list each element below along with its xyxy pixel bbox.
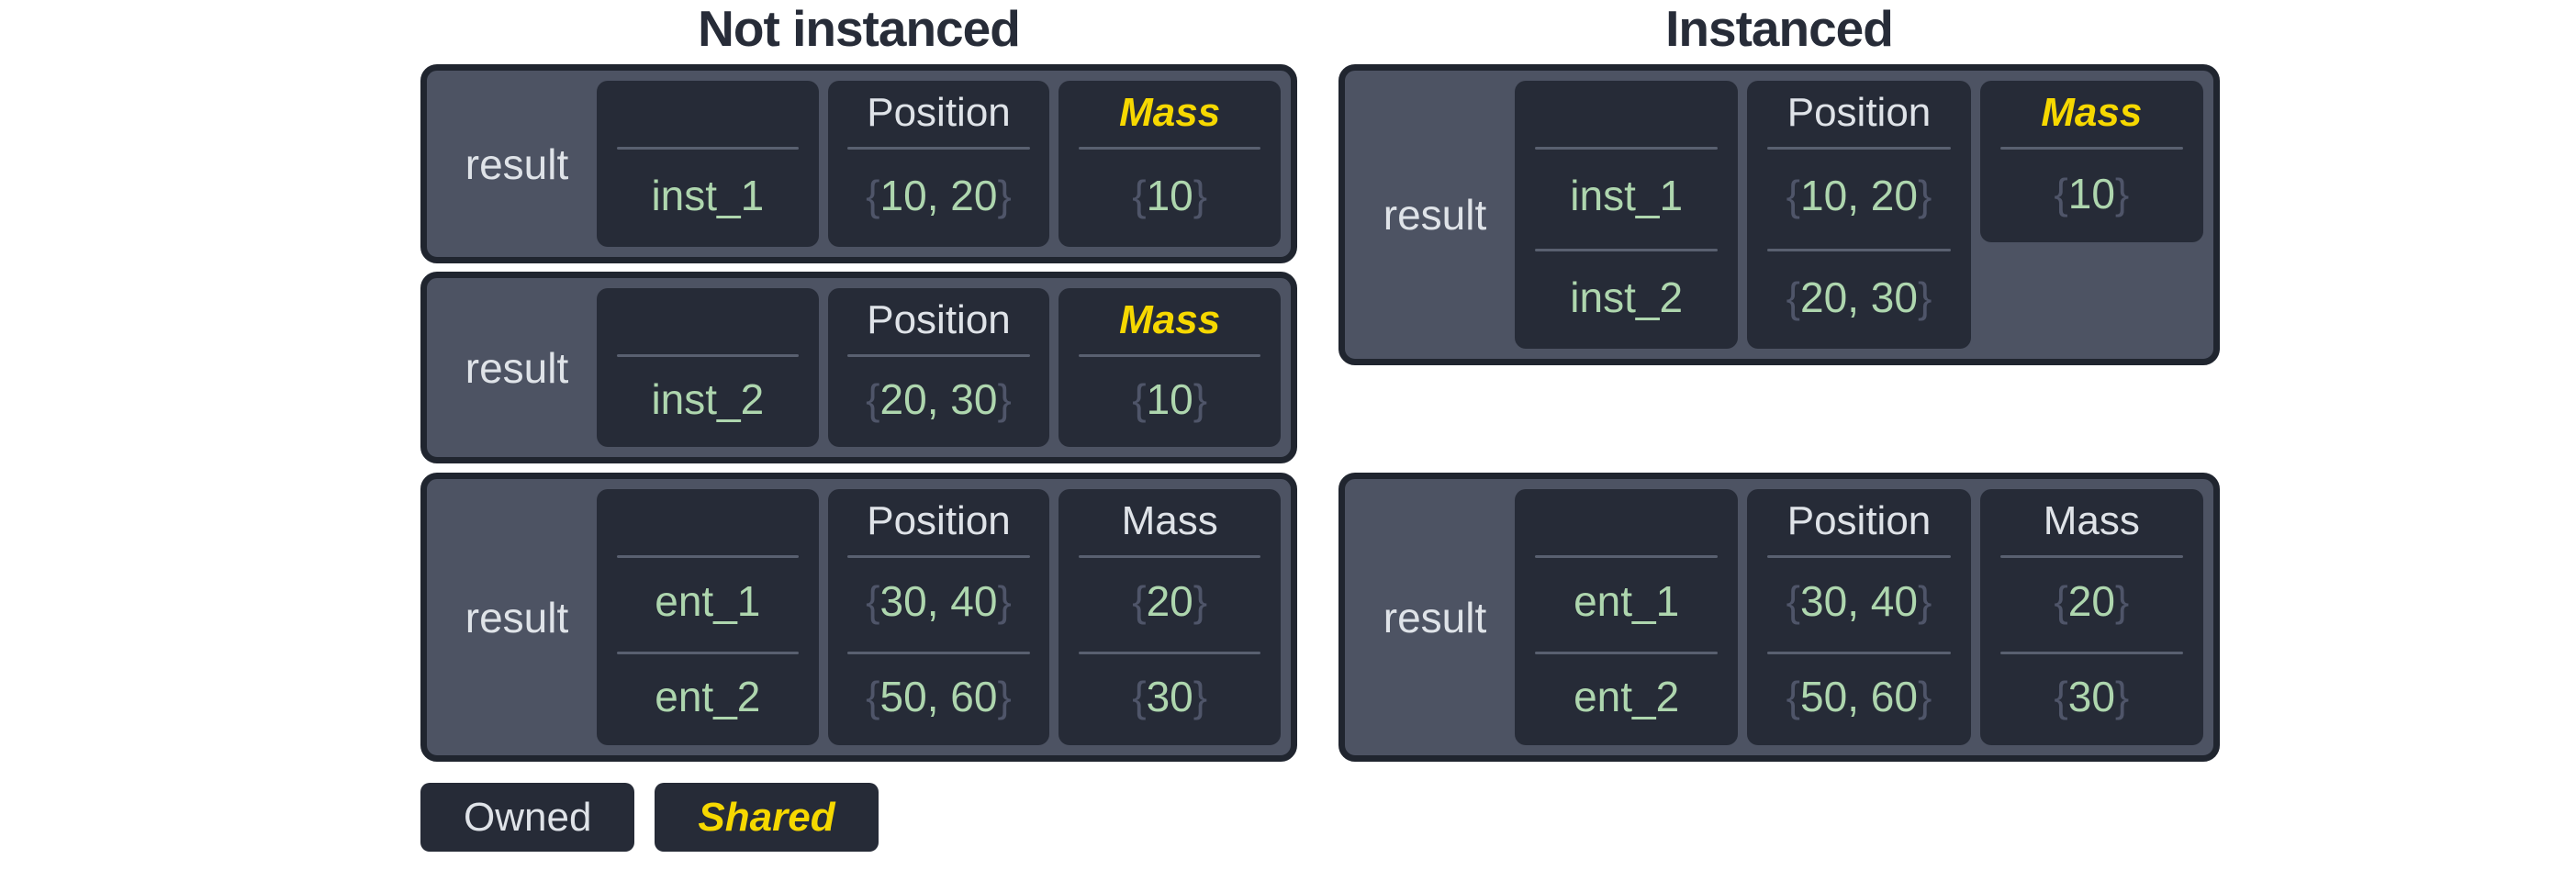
position-column: Position {10, 20}	[827, 81, 1050, 247]
entity-name: inst_2	[651, 375, 765, 423]
cells-container: inst_2 Position {20, 30} Mass {10}	[597, 288, 1282, 447]
mass-header-shared: Mass	[1119, 297, 1221, 342]
divider	[1534, 555, 1719, 558]
result-label: result	[465, 343, 569, 392]
position-value: {30, 40}	[866, 576, 1012, 625]
mass-header-shared: Mass	[2041, 90, 2143, 135]
divider	[847, 555, 1030, 558]
entity-name: inst_1	[1570, 172, 1684, 219]
entity-column: inst_1 inst_2	[1515, 81, 1739, 349]
divider	[616, 354, 799, 357]
divider	[847, 354, 1030, 357]
mass-header: Mass	[2043, 498, 2140, 543]
entity-name: inst_2	[1570, 273, 1684, 321]
legend: Owned Shared	[420, 783, 1297, 852]
mass-column: Mass {10}	[1058, 81, 1282, 247]
entity-name: ent_1	[655, 576, 761, 625]
divider	[1079, 147, 1261, 150]
position-header: Position	[867, 90, 1011, 135]
entity-name: ent_2	[1574, 673, 1680, 721]
entity-column: inst_2	[597, 288, 819, 447]
divider	[616, 555, 799, 558]
divider	[1079, 651, 1261, 654]
entity-name: inst_1	[651, 172, 765, 219]
position-value: {50, 60}	[866, 673, 1012, 721]
position-value: {30, 40}	[1786, 576, 1932, 625]
position-value: {50, 60}	[1786, 673, 1932, 721]
divider	[1534, 147, 1719, 150]
result-label: result	[465, 593, 569, 641]
entity-column: inst_1	[597, 81, 819, 247]
mass-value: {10}	[1132, 172, 1208, 219]
mass-value: {30}	[2054, 673, 2130, 721]
position-value: {20, 30}	[866, 375, 1012, 423]
position-header: Position	[1786, 498, 1932, 543]
instanced-title: Instanced	[1665, 0, 1894, 57]
mass-header-shared: Mass	[1119, 90, 1221, 135]
divider	[616, 651, 799, 654]
entity-name: ent_2	[655, 673, 761, 721]
position-column: Position {30, 40} {50, 60}	[1747, 489, 1971, 745]
position-header: Position	[867, 297, 1011, 342]
mass-value: {30}	[1132, 673, 1208, 721]
divider	[1767, 249, 1951, 251]
cells-container: inst_1 inst_2 Position {10, 20} {20, 30}…	[1515, 81, 2203, 349]
divider	[1079, 555, 1261, 558]
not-instanced-title: Not instanced	[698, 0, 1021, 57]
archetype-box-inst1: result inst_1 Position {10, 20} Mass {10…	[420, 64, 1297, 263]
position-value: {10, 20}	[1786, 172, 1932, 219]
archetype-box-inst2: result inst_2 Position {20, 30} Mass {10…	[420, 272, 1297, 463]
divider	[1999, 555, 2184, 558]
mass-column: Mass {10}	[1058, 288, 1282, 447]
legend-owned: Owned	[420, 783, 635, 852]
divider	[847, 147, 1030, 150]
entity-name: ent_1	[1574, 576, 1680, 625]
position-header: Position	[1786, 90, 1932, 135]
divider	[1767, 651, 1951, 654]
position-header: Position	[867, 498, 1011, 543]
instanced-column: Instanced result inst_1 inst_2 Position …	[1338, 0, 2220, 783]
mass-header: Mass	[1121, 498, 1218, 543]
legend-shared: Shared	[655, 783, 879, 852]
mass-column-shared-single: Mass {10}	[1979, 81, 2203, 242]
divider	[616, 147, 799, 150]
not-instanced-column: Not instanced result inst_1 Position {10…	[420, 0, 1297, 852]
position-value: {10, 20}	[866, 172, 1012, 219]
divider	[1534, 651, 1719, 654]
position-value: {20, 30}	[1786, 273, 1932, 321]
entity-column: ent_1 ent_2	[597, 489, 819, 745]
cells-container: inst_1 Position {10, 20} Mass {10}	[597, 81, 1282, 247]
cells-container: ent_1 ent_2 Position {30, 40} {50, 60} M…	[597, 489, 1282, 745]
divider	[1079, 354, 1261, 357]
divider	[1999, 651, 2184, 654]
mass-column: Mass {20} {30}	[1979, 489, 2203, 745]
divider	[1767, 147, 1951, 150]
archetype-box-instanced: result inst_1 inst_2 Position {10, 20} {…	[1338, 64, 2220, 365]
divider	[1999, 147, 2184, 150]
result-label: result	[1383, 593, 1487, 641]
archetype-box-ents: result ent_1 ent_2 Position {30, 40} {50…	[1338, 473, 2220, 762]
archetype-box-ents: result ent_1 ent_2 Position {30, 40} {50…	[420, 473, 1297, 762]
position-column: Position {10, 20} {20, 30}	[1747, 81, 1971, 349]
position-column: Position {20, 30}	[827, 288, 1050, 447]
divider	[1534, 249, 1719, 251]
divider	[1767, 555, 1951, 558]
position-column: Position {30, 40} {50, 60}	[827, 489, 1050, 745]
mass-value: {10}	[1132, 375, 1208, 423]
mass-value: {20}	[1132, 576, 1208, 625]
divider	[847, 651, 1030, 654]
mass-column: Mass {20} {30}	[1058, 489, 1282, 745]
result-label: result	[1383, 191, 1487, 239]
result-label: result	[465, 139, 569, 188]
mass-value: {10}	[2054, 169, 2130, 218]
entity-column: ent_1 ent_2	[1515, 489, 1739, 745]
mass-value: {20}	[2054, 576, 2130, 625]
cells-container: ent_1 ent_2 Position {30, 40} {50, 60} M…	[1515, 489, 2203, 745]
